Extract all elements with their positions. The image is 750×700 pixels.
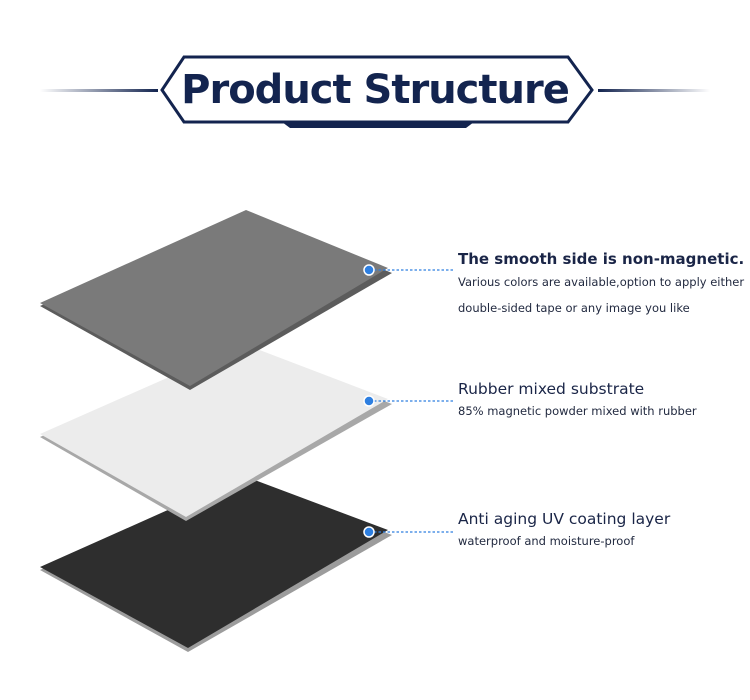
header-banner <box>40 55 710 128</box>
layer-desc-line: Various colors are available,option to a… <box>458 275 745 289</box>
layer-desc-line: double-sided tape or any image you like <box>458 301 690 315</box>
layer-title: Rubber mixed substrate <box>458 380 645 398</box>
callout-2 <box>363 395 453 407</box>
callout-3 <box>363 526 453 538</box>
layer-label-uv-coating: Anti aging UV coating layer waterproof a… <box>458 509 748 551</box>
header-line-left <box>40 89 158 92</box>
header-accent-tab <box>282 122 474 128</box>
sheet-middle <box>40 344 392 521</box>
layer-title: The smooth side is non-magnetic. <box>458 250 745 268</box>
layer-title: Anti aging UV coating layer <box>458 510 671 528</box>
sheet-top <box>40 210 392 390</box>
layer-desc-line: 85% magnetic powder mixed with rubber <box>458 404 697 418</box>
layer-label-rubber-substrate: Rubber mixed substrate 85% magnetic powd… <box>458 379 748 421</box>
header-line-right <box>598 89 710 92</box>
header-outline <box>160 55 594 124</box>
layer-label-smooth-side: The smooth side is non-magnetic. Various… <box>458 249 748 321</box>
sheet-bottom <box>40 476 392 652</box>
callout-1 <box>363 264 453 276</box>
page-title: Product Structure <box>181 67 570 113</box>
layer-desc-line: waterproof and moisture-proof <box>458 534 635 548</box>
